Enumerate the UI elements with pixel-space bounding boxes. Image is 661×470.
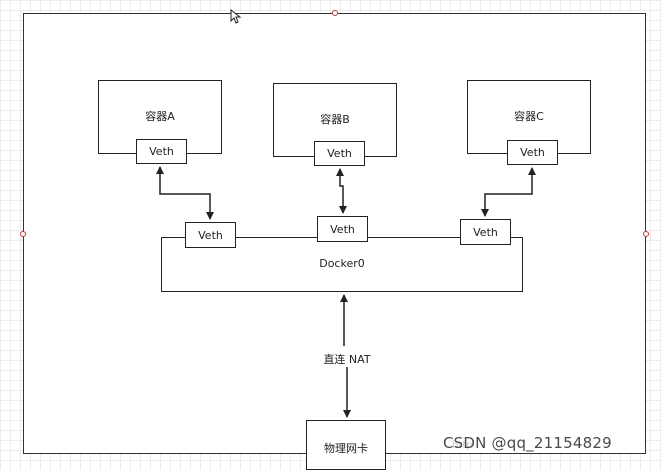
csdn-watermark: CSDN @qq_21154829 (443, 434, 612, 452)
resize-handle-top[interactable] (332, 10, 338, 16)
container-c-veth[interactable]: Veth (507, 140, 558, 165)
docker0-label: Docker0 (319, 257, 365, 270)
physical-nic-label: 物理网卡 (324, 442, 368, 455)
bridge-veth-b[interactable]: Veth (317, 216, 368, 242)
container-a-veth[interactable]: Veth (136, 139, 187, 164)
link-arrow-a (156, 166, 214, 220)
container-c-label: 容器C (514, 110, 544, 123)
resize-handle-right[interactable] (643, 231, 649, 237)
mouse-cursor-icon (230, 9, 242, 24)
container-b-veth[interactable]: Veth (314, 141, 365, 166)
watermark-faint: http (452, 440, 473, 451)
bridge-veth-c[interactable]: Veth (460, 219, 511, 245)
resize-handle-left[interactable] (20, 231, 26, 237)
container-b-label: 容器B (320, 113, 350, 126)
container-a-label: 容器A (145, 110, 175, 123)
bridge-veth-a[interactable]: Veth (185, 222, 236, 248)
link-arrow-b (336, 168, 347, 214)
link-arrow-c (481, 167, 536, 217)
physical-nic[interactable] (306, 420, 386, 470)
link-label: 直连 NAT (320, 351, 374, 367)
